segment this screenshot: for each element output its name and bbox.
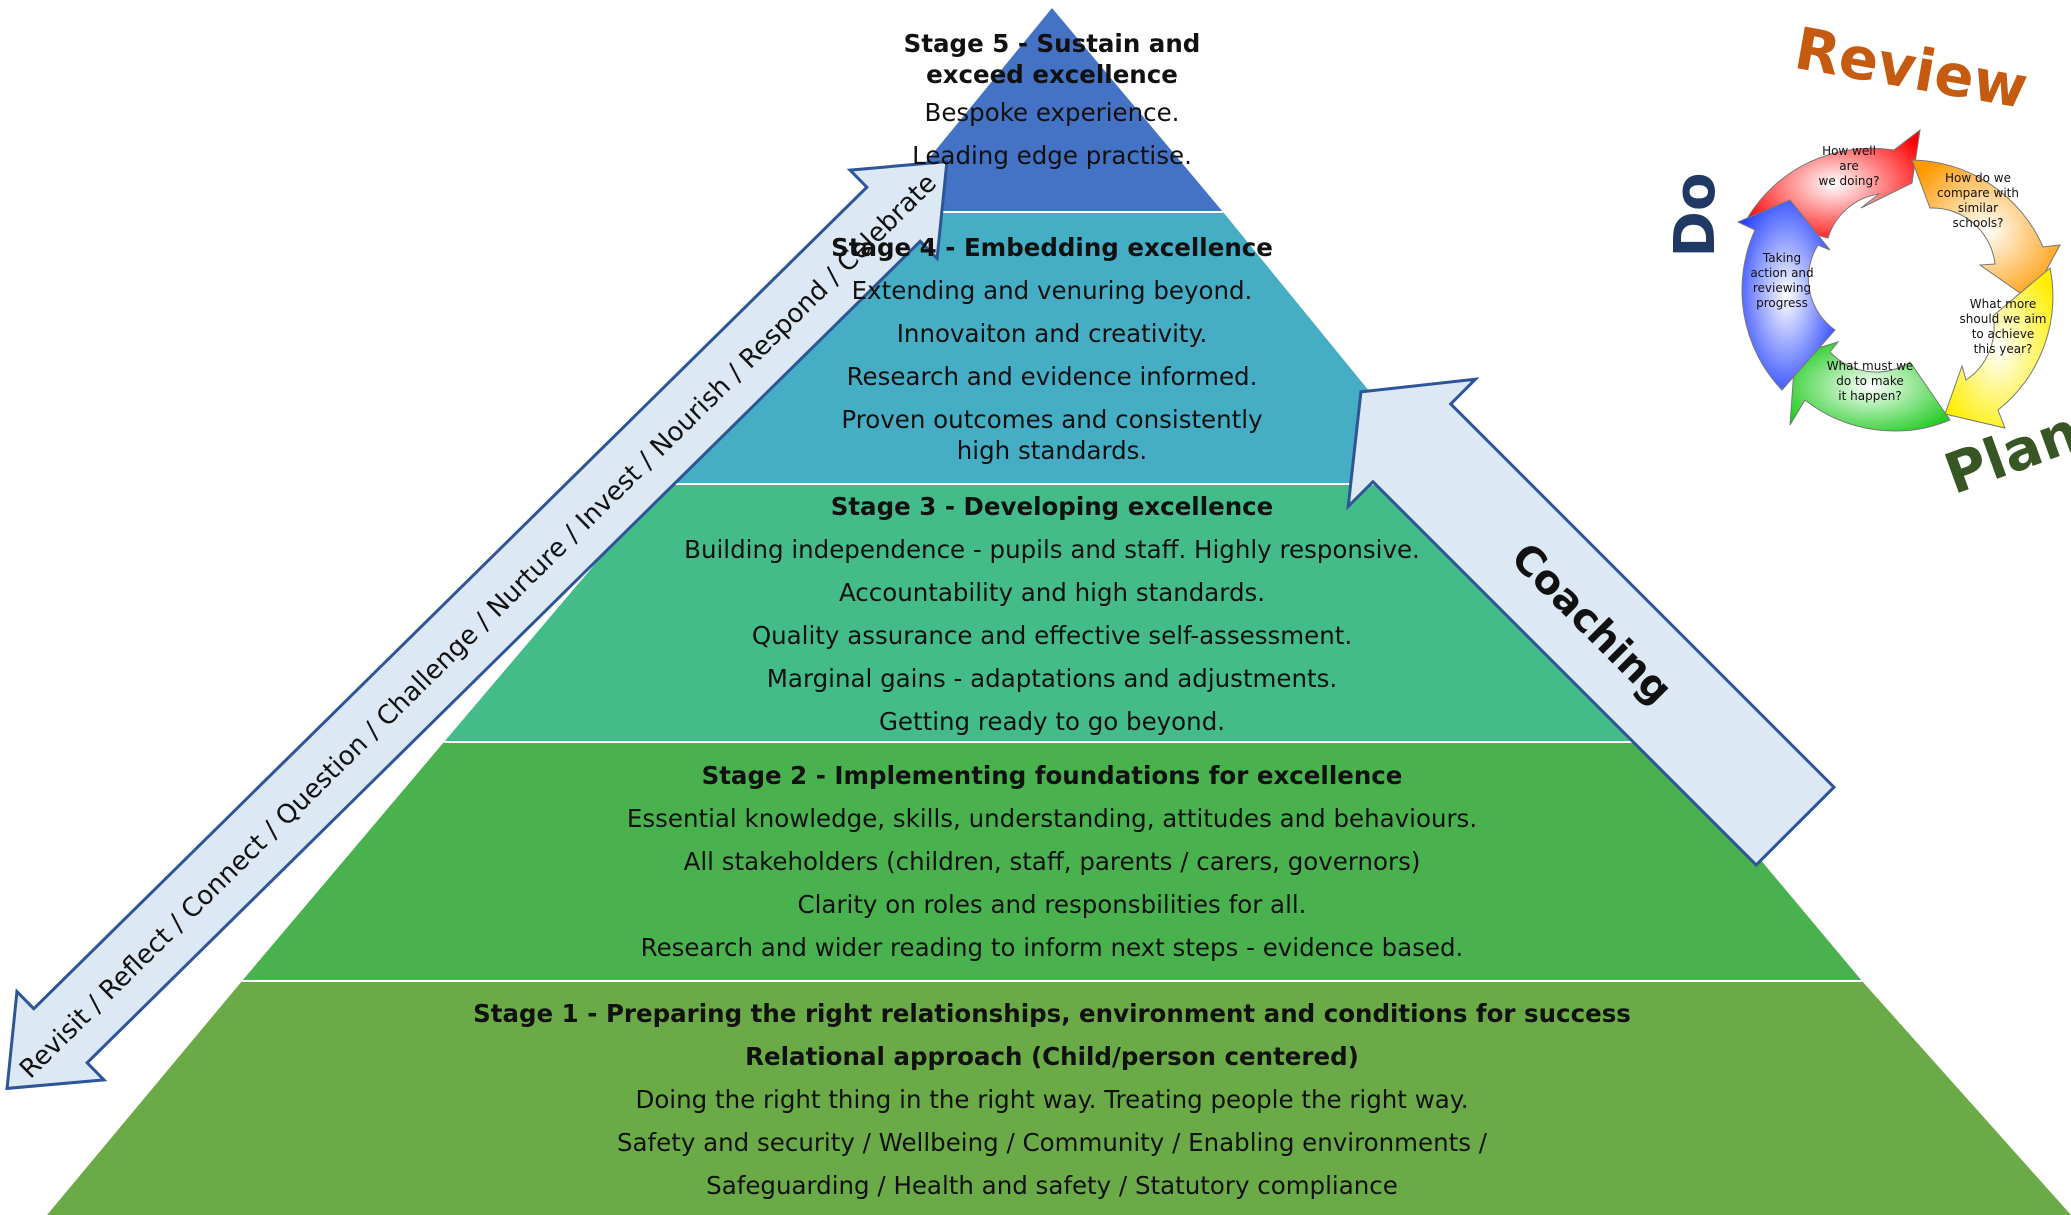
stage-2-line: Clarity on roles and responsbilities for… <box>797 890 1307 919</box>
cycle-ring <box>1736 128 2061 432</box>
stage-5-text: Stage 5 - Sustain and exceed excellence … <box>852 28 1252 176</box>
stage-1-line: Safeguarding / Health and safety / Statu… <box>706 1171 1398 1200</box>
coaching-arrow: Coaching <box>1346 377 1837 868</box>
stage-3-band <box>444 484 1662 742</box>
stage-4-text: Stage 4 - Embedding excellence Extending… <box>752 226 1352 466</box>
stage-2-title: Stage 2 - Implementing foundations for e… <box>701 761 1403 790</box>
stage-2-line: Research and wider reading to inform nex… <box>640 933 1464 962</box>
stage-1-band <box>47 981 2071 1215</box>
stage-4-line: Extending and venuring beyond. <box>851 276 1253 305</box>
stage-5-line: Leading edge practise. <box>912 141 1192 170</box>
stage-5-band <box>885 8 1223 212</box>
stage-3-line: Getting ready to go beyond. <box>878 707 1226 736</box>
cycle-segment-yellow <box>1944 267 2054 429</box>
stage-2-text: Stage 2 - Implementing foundations for e… <box>502 754 1602 969</box>
cycle-label-review: Review <box>1790 14 2033 122</box>
cycle-segment-green <box>1789 341 1951 432</box>
stage-3-text: Stage 3 - Developing excellence Building… <box>602 485 1502 743</box>
stage-3-line: Building independence - pupils and staff… <box>684 535 1420 564</box>
stage-4-line: Proven outcomes and consistently high st… <box>841 405 1263 465</box>
stage-5-title: Stage 5 - Sustain and exceed excellence <box>903 29 1201 89</box>
stage-2-line: Essential knowledge, skills, understandi… <box>626 804 1478 833</box>
stage-2-line: All stakeholders (children, staff, paren… <box>683 847 1421 876</box>
stage-4-line: Research and evidence informed. <box>846 362 1258 391</box>
cycle-label-do: Do <box>1663 173 1728 258</box>
stage-3-line: Marginal gains - adaptations and adjustm… <box>766 664 1338 693</box>
stage-1-line: Safety and security / Wellbeing / Commun… <box>616 1128 1488 1157</box>
stage-1-subtitle: Relational approach (Child/person center… <box>745 1042 1359 1071</box>
cycle-segment-blue <box>1736 199 1836 391</box>
stage-1-title: Stage 1 - Preparing the right relationsh… <box>473 999 1631 1028</box>
stage-4-line: Innovaiton and creativity. <box>896 319 1208 348</box>
stage-3-line: Quality assurance and effective self-ass… <box>751 621 1353 650</box>
stage-3-title: Stage 3 - Developing excellence <box>830 492 1274 521</box>
stage-3-line: Accountability and high standards. <box>838 578 1266 607</box>
stage-5-line: Bespoke experience. <box>924 98 1180 127</box>
stage-2-band <box>242 742 1862 981</box>
stage-1-text: Stage 1 - Preparing the right relationsh… <box>452 992 1652 1207</box>
stage-1-line: Doing the right thing in the right way. … <box>635 1085 1469 1114</box>
stage-4-title: Stage 4 - Embedding excellence <box>831 233 1273 262</box>
